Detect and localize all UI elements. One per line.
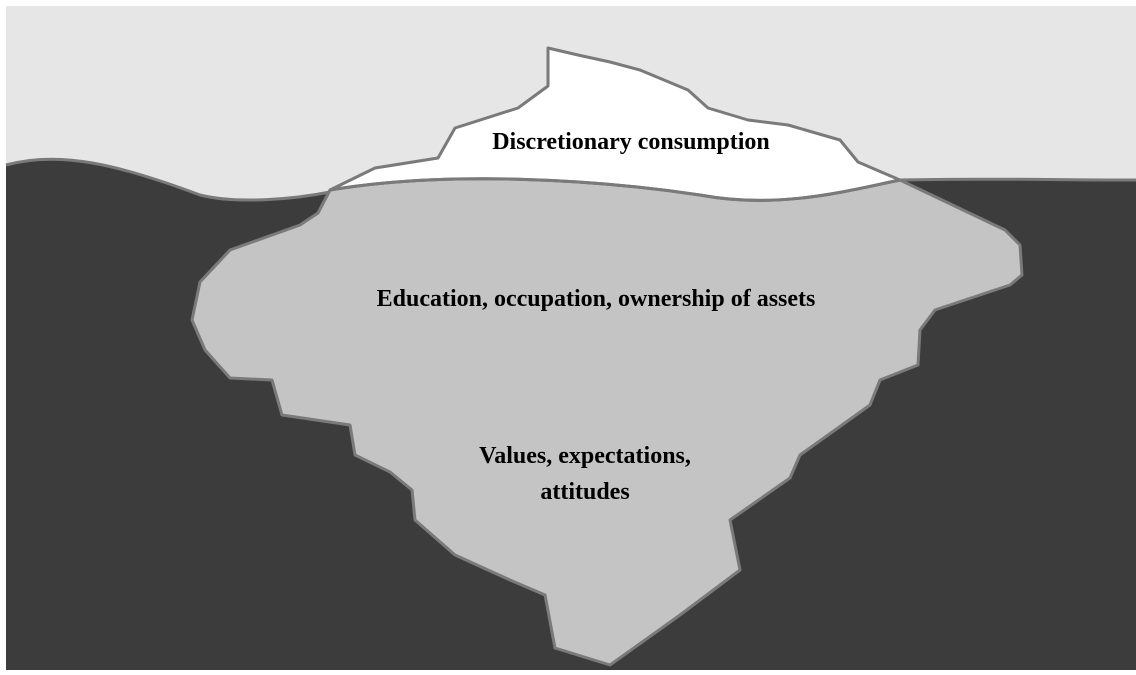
iceberg-waterline — [329, 177, 901, 202]
base-layer-label: Values, expectations, attitudes — [479, 438, 691, 510]
waterline — [5, 157, 331, 202]
waterline-right — [899, 177, 1136, 182]
base-layer-label-line2: attitudes — [540, 479, 630, 505]
tip-layer-label: Discretionary consumption — [492, 129, 770, 155]
middle-layer-label: Education, occupation, ownership of asse… — [376, 286, 816, 312]
base-layer-label-line1: Values, expectations, — [479, 443, 691, 469]
